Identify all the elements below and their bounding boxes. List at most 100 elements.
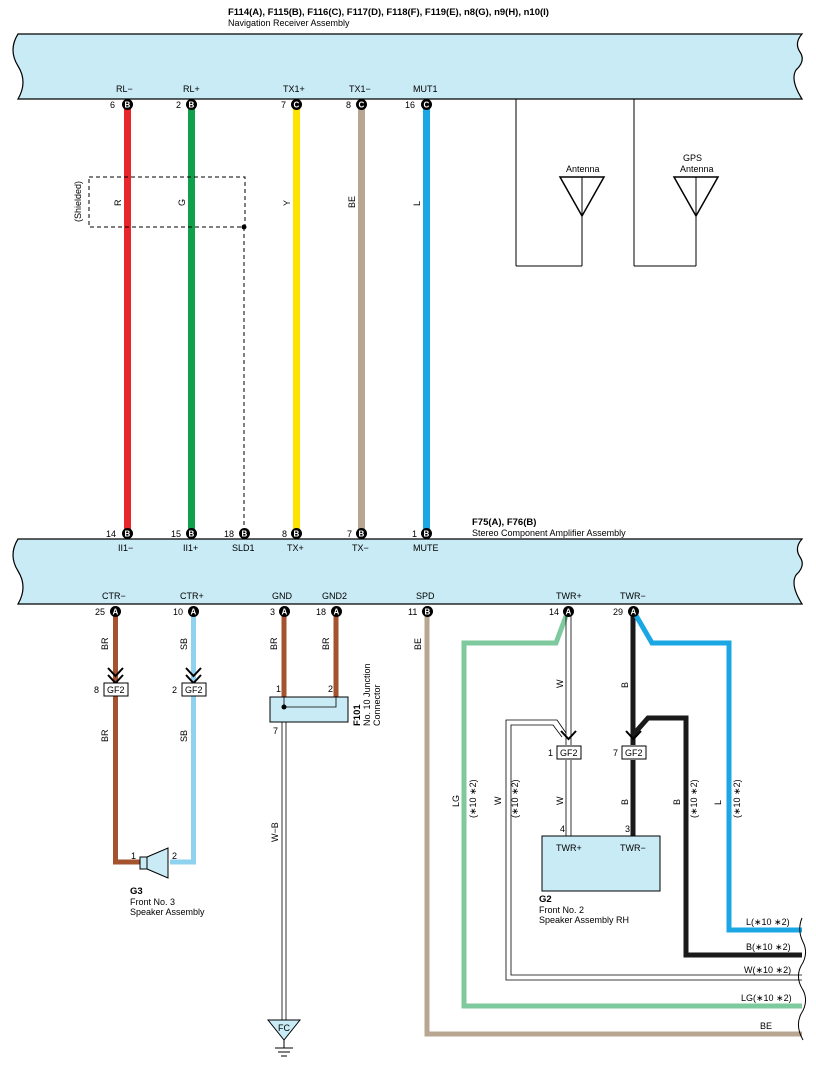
amp-pin-7: 7 bbox=[347, 529, 352, 539]
amp-bottom-terminals: A 25 A 10 A 3 A 18 B 11 A 14 A 29 bbox=[95, 606, 639, 617]
wire-label-b-note: (∗10 ∗2) bbox=[689, 779, 699, 818]
amp-pin-3: 3 bbox=[270, 607, 275, 617]
terminal-label-rl-plus: RL+ bbox=[183, 84, 200, 94]
g2-id: G2 bbox=[539, 894, 552, 905]
terminal-conn: C bbox=[424, 101, 430, 110]
amp-label-tx-minus: TX− bbox=[352, 543, 369, 553]
terminal-conn: B bbox=[189, 530, 195, 539]
antenna-section: Antenna bbox=[515, 99, 606, 267]
terminal-pin-2: 2 bbox=[176, 100, 181, 110]
terminal-conn: C bbox=[359, 101, 365, 110]
amp-label-ctr-minus: CTR− bbox=[102, 591, 126, 601]
junction-name-2: Connector bbox=[372, 684, 382, 726]
wire-label-y: Y bbox=[282, 200, 292, 206]
wire-label-r: R bbox=[113, 199, 123, 206]
amp-label-mute: MUTE bbox=[413, 543, 439, 553]
g2-term-plus: TWR+ bbox=[556, 843, 582, 853]
junction-pin-2: 2 bbox=[328, 684, 333, 694]
wire-green bbox=[188, 108, 195, 533]
amp-label-tx-plus: TX+ bbox=[287, 543, 304, 553]
amp-label-twr-minus: TWR− bbox=[620, 591, 646, 601]
terminal-conn: A bbox=[191, 608, 197, 617]
terminal-conn: B bbox=[294, 530, 300, 539]
wire-label-w-left: W bbox=[493, 796, 503, 805]
terminal-pin-6: 6 bbox=[110, 100, 115, 110]
top-assembly-name: Navigation Receiver Assembly bbox=[228, 18, 350, 28]
gf2-pin-8: 8 bbox=[94, 685, 99, 695]
top-wires: (Shielded) bbox=[73, 108, 430, 533]
terminal-conn: B bbox=[189, 101, 195, 110]
wire-label-gnd2-br: BR bbox=[321, 637, 331, 650]
right-cut-edge bbox=[797, 917, 807, 1041]
shielded-label: (Shielded) bbox=[73, 181, 83, 222]
shield-box bbox=[88, 176, 246, 228]
wire-label-b-right: B bbox=[672, 799, 682, 805]
terminal-conn: A bbox=[113, 608, 119, 617]
wire-spd-be bbox=[424, 612, 802, 1037]
amp-label-gnd2: GND2 bbox=[322, 591, 347, 601]
junction-name-1: No. 10 Junction bbox=[362, 663, 372, 726]
terminal-conn: B bbox=[424, 530, 430, 539]
g3-name-1: Front No. 3 bbox=[130, 897, 175, 907]
junction-pin-1: 1 bbox=[276, 684, 281, 694]
exit-label-b: B(∗10 ∗2) bbox=[746, 942, 791, 952]
g3-pin-1: 1 bbox=[131, 851, 136, 861]
wire-blue bbox=[423, 108, 430, 533]
ground-fc: FC bbox=[266, 1019, 302, 1057]
wire-l-right bbox=[631, 610, 802, 933]
amp-label-ii1-minus: II1− bbox=[118, 543, 133, 553]
amp-assembly-connectors: F75(A), F76(B) bbox=[472, 517, 536, 528]
junction-pin-7: 7 bbox=[273, 726, 278, 736]
wire-lg bbox=[461, 615, 802, 1009]
exit-label-w: W(∗10 ∗2) bbox=[744, 965, 791, 975]
amp-label-spd: SPD bbox=[416, 591, 435, 601]
gps-antenna-label-2: Antenna bbox=[680, 164, 714, 174]
bottom-wire-color-labels: BR BR SB SB BR BR BE W−B W W B B LG (∗10… bbox=[100, 637, 742, 842]
terminal-label-tx1-minus: TX1− bbox=[349, 84, 371, 94]
amp-label-twr-plus: TWR+ bbox=[556, 591, 582, 601]
wire-label-twr-plus-w-lower: W bbox=[555, 796, 565, 805]
g3-pin-2: 2 bbox=[172, 851, 177, 861]
navigation-receiver-bar bbox=[12, 33, 804, 100]
g2-term-minus: TWR− bbox=[620, 843, 646, 853]
wire-red bbox=[124, 108, 131, 533]
wire-beige bbox=[358, 108, 365, 533]
junction-id: F101 bbox=[352, 704, 363, 726]
wire-label-be: BE bbox=[347, 196, 357, 208]
g3-name-2: Speaker Assembly bbox=[130, 907, 205, 917]
amp-label-ctr-plus: CTR+ bbox=[180, 591, 204, 601]
terminal-label-mut1: MUT1 bbox=[413, 84, 438, 94]
amp-pin-11: 11 bbox=[408, 607, 417, 617]
gf2-connectors: GF2 8 GF2 2 GF2 1 GF2 7 bbox=[94, 667, 647, 760]
g2-name-2: Speaker Assembly RH bbox=[539, 915, 629, 925]
terminal-conn: A bbox=[631, 608, 637, 617]
wire-label-l: L bbox=[412, 201, 422, 206]
exit-label-lg: LG(∗10 ∗2) bbox=[741, 993, 792, 1003]
amp-top-labels: II1− II1+ SLD1 TX+ TX− MUTE bbox=[118, 543, 439, 553]
gf2-label: GF2 bbox=[185, 685, 203, 695]
exit-label-be: BE bbox=[760, 1021, 772, 1031]
g2-pin-3: 3 bbox=[625, 824, 630, 834]
terminal-pin-8: 8 bbox=[346, 100, 351, 110]
wire-label-w-note: (∗10 ∗2) bbox=[510, 779, 520, 818]
wire-label-lg: LG bbox=[451, 795, 461, 807]
g3-id: G3 bbox=[130, 886, 143, 897]
g2-name-1: Front No. 2 bbox=[539, 905, 584, 915]
wire-label-spd-be: BE bbox=[413, 638, 423, 650]
amp-pin-15: 15 bbox=[171, 529, 181, 539]
amp-pin-1: 1 bbox=[412, 529, 417, 539]
wire-label-twr-plus-w: W bbox=[555, 679, 565, 688]
wire-label-l-right: L bbox=[713, 800, 723, 805]
amplifier-bar bbox=[12, 538, 804, 605]
amp-pin-10: 10 bbox=[173, 607, 183, 617]
wire-label-l-note: (∗10 ∗2) bbox=[732, 779, 742, 818]
top-assembly-connectors: F114(A), F115(B), F116(C), F117(D), F118… bbox=[228, 7, 549, 18]
wire-label-w-b: W−B bbox=[270, 822, 280, 842]
wire-label-lg-note: (∗10 ∗2) bbox=[468, 779, 478, 818]
gf2-pin-1: 1 bbox=[548, 748, 553, 758]
speaker-g2: TWR+ TWR− 4 3 G2 Front No. 2 Speaker Ass… bbox=[539, 824, 661, 925]
terminal-conn: B bbox=[359, 530, 365, 539]
top-terminals: RL− 6 B RL+ 2 B TX1+ 7 C TX1− 8 C MUT1 1… bbox=[110, 84, 438, 110]
terminal-conn: B bbox=[242, 530, 248, 539]
terminal-conn: A bbox=[334, 608, 340, 617]
